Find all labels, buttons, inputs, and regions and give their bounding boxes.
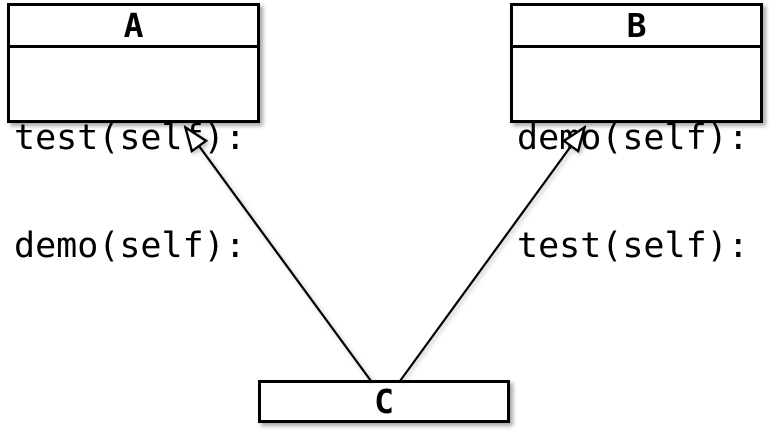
class-name-a: A (10, 6, 257, 48)
class-box-b: B demo(self): test(self): (510, 3, 763, 264)
class-name-b: B (513, 6, 760, 48)
class-box-a: A test(self): demo(self): (7, 3, 260, 264)
class-methods-b: demo(self): test(self): (513, 48, 760, 336)
class-name-c: C (374, 382, 394, 421)
class-methods-a: test(self): demo(self): (10, 48, 257, 336)
class-box-c: C (258, 380, 510, 423)
method-label: demo(self): (517, 118, 749, 158)
method-label: demo(self): (14, 226, 246, 266)
method-label: test(self): (14, 118, 246, 158)
method-label: test(self): (517, 226, 749, 266)
